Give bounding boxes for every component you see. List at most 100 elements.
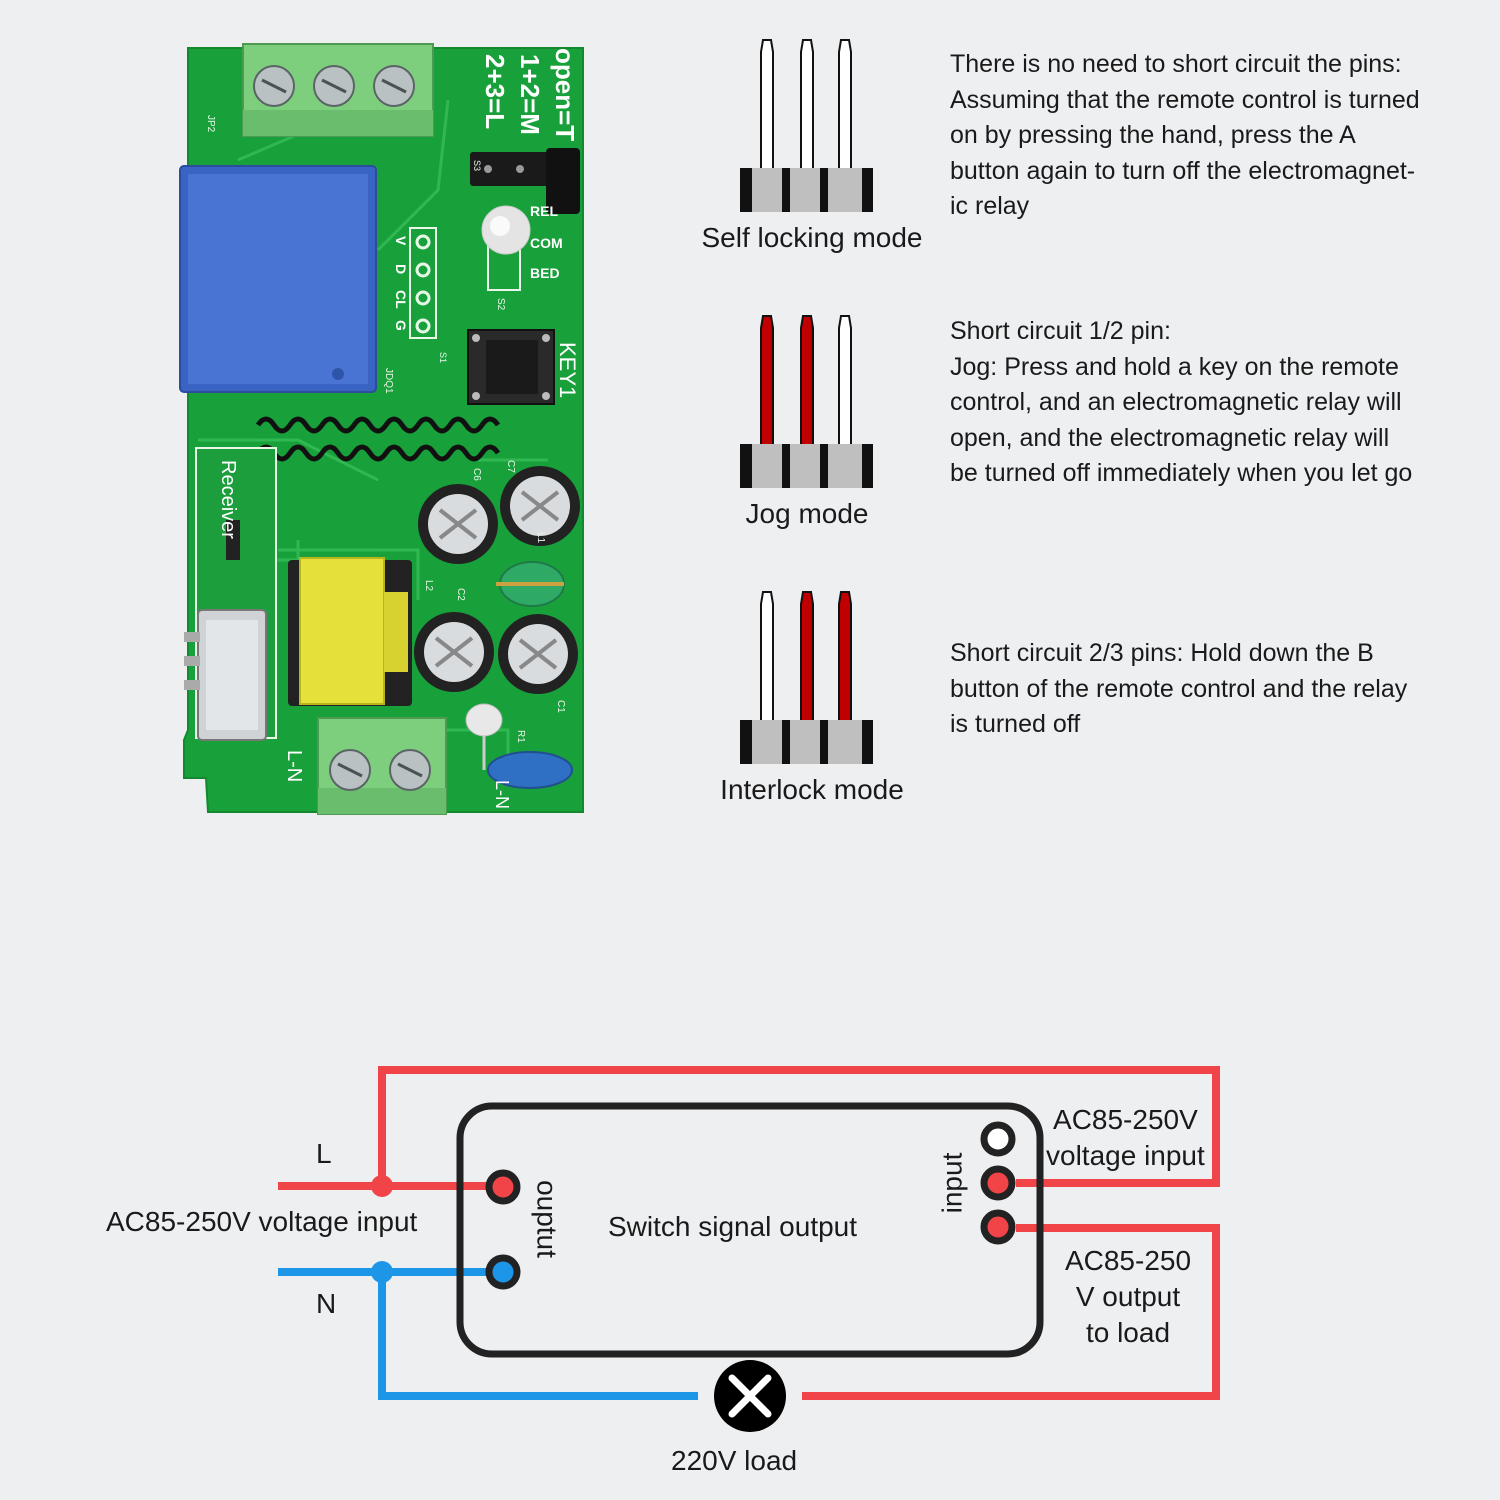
capacitor-c7: C7	[500, 460, 580, 546]
input-terminal-unused	[980, 1121, 1016, 1157]
mode-interlock	[730, 582, 890, 772]
right-input-label-line: AC85-250V	[1053, 1104, 1198, 1135]
mode-description-jog: Short circuit 1/2 pin: Jog: Press and ho…	[950, 314, 1470, 492]
silkscreen-open-t: open=T	[550, 48, 580, 141]
right-output-label-line: V output	[1075, 1281, 1181, 1312]
relay-board-photo: JP2 JDQ1 open=T 1+2=M 2+3=L S3 S2	[178, 40, 588, 820]
mode-description-self-locking: There is no need to short circuit the pi…	[950, 47, 1470, 225]
description-line: is turned off	[950, 710, 1081, 738]
top-screw-terminal: JP2	[205, 43, 434, 137]
load-lamp-icon	[714, 1360, 786, 1432]
header-separator	[820, 720, 828, 764]
right-output-label-line: to load	[1085, 1317, 1171, 1348]
mode-caption-jog: Jog mode	[745, 498, 869, 529]
s3-label: S3	[472, 160, 482, 171]
bottom-screw-terminal: L-N L-N	[283, 717, 512, 815]
led: S2	[481, 205, 531, 311]
jumper-header: S3	[470, 148, 580, 214]
right-output-label-line: AC85-250	[1064, 1245, 1192, 1276]
capacitor-c1: C1	[498, 614, 578, 713]
com-label: COM	[530, 235, 563, 251]
neutral-junction-dot	[371, 1261, 393, 1283]
capacitor-c6: C6	[418, 468, 498, 564]
mode-caption-interlock: Interlock mode	[720, 774, 904, 805]
input-terminal-live	[980, 1165, 1016, 1201]
description-line: ic relay	[950, 192, 1030, 220]
description-line: There is no need to short circuit the pi…	[950, 50, 1402, 78]
silkscreen-1-2-m: 1+2=M	[515, 54, 545, 135]
header-separator	[740, 444, 752, 488]
live-loop-wire	[378, 1066, 1220, 1187]
capacitors: C6 C7 C2 C1	[414, 460, 580, 713]
neutral-wires	[278, 1268, 698, 1400]
crystal	[184, 609, 267, 741]
jdq1-label: JDQ1	[383, 368, 394, 394]
mode-jog	[730, 306, 890, 496]
key1-button: KEY1	[467, 329, 580, 405]
ln-right-label: L-N	[492, 780, 512, 809]
header-separator	[782, 444, 790, 488]
header-separator	[862, 444, 873, 488]
silkscreen-2-3-l: 2+3=L	[480, 54, 510, 129]
output-terminal-neutral	[485, 1254, 521, 1290]
neutral-label: N	[316, 1288, 337, 1319]
right-input-label: AC85-250V voltage input	[1046, 1102, 1205, 1174]
pin-d-label: D	[393, 264, 409, 274]
description-line: open, and the electromagnetic relay will	[950, 423, 1390, 452]
pin-header-self-locking-icon	[740, 39, 873, 212]
output-terminal-live	[485, 1169, 521, 1205]
capacitor-c2: C2	[414, 588, 494, 692]
description-line: Jog: Press and hold a key on the remote	[950, 352, 1399, 381]
header-separator	[820, 168, 828, 212]
pin-g-label: G	[393, 320, 409, 331]
load-label: 220V load	[671, 1445, 798, 1476]
pin-pads: V D CL G S1	[393, 227, 448, 363]
header-separator	[862, 720, 873, 764]
description-line: Short circuit 2/3 pins: Hold down the B	[950, 639, 1374, 667]
l1-label: L1	[535, 532, 546, 544]
switch-signal-output-label: Switch signal output	[608, 1211, 858, 1242]
ln-left-label: L-N	[283, 750, 305, 782]
header-base	[740, 168, 873, 212]
description-line: button of the remote control and the rel…	[950, 674, 1408, 703]
jp2-label: JP2	[205, 115, 216, 133]
input-voltage-label: AC85-250V voltage input	[106, 1206, 418, 1237]
header-separator	[740, 720, 752, 764]
description-line: button again to turn off the electromagn…	[950, 156, 1416, 185]
description-line: on by pressing the hand, press the A	[950, 121, 1356, 149]
header-separator	[862, 168, 873, 212]
description-line: Assuming that the remote control is turn…	[950, 85, 1420, 114]
header-separator	[782, 168, 790, 212]
module-box	[456, 1102, 1044, 1358]
l2-label: L2	[423, 580, 434, 592]
inductor-l1: L1	[496, 532, 565, 607]
pin-header-jog-icon	[740, 315, 873, 488]
receiver-label: Receiver	[217, 460, 239, 539]
key1-label: KEY1	[555, 342, 580, 398]
neutral-load-wire	[378, 1272, 698, 1400]
input-terminal-load	[980, 1209, 1016, 1245]
live-junction-dot	[371, 1175, 393, 1197]
s2-label: S2	[495, 298, 506, 311]
header-separator	[820, 444, 828, 488]
right-input-label-line: voltage input	[1046, 1140, 1205, 1171]
s1-label: S1	[438, 352, 448, 363]
relay-block: JDQ1	[179, 165, 394, 394]
load-return-wire	[802, 1224, 1220, 1400]
c6-label: C6	[471, 468, 482, 481]
pin-v-label: V	[393, 236, 409, 246]
load-cross	[728, 1374, 772, 1418]
header-separator	[782, 720, 790, 764]
bed-label: BED	[530, 265, 560, 281]
live-label: L	[316, 1138, 332, 1169]
c2-label: C2	[455, 588, 466, 601]
rel-label: REL	[530, 203, 558, 219]
right-output-label: AC85-250 V output to load	[1058, 1243, 1198, 1351]
mode-description-interlock: Short circuit 2/3 pins: Hold down the B …	[950, 636, 1470, 743]
mode-caption-self-locking: Self locking mode	[701, 222, 923, 253]
header-base	[740, 444, 873, 488]
mode-self-locking	[730, 30, 890, 220]
c7-label: C7	[505, 460, 516, 473]
header-base	[740, 720, 873, 764]
